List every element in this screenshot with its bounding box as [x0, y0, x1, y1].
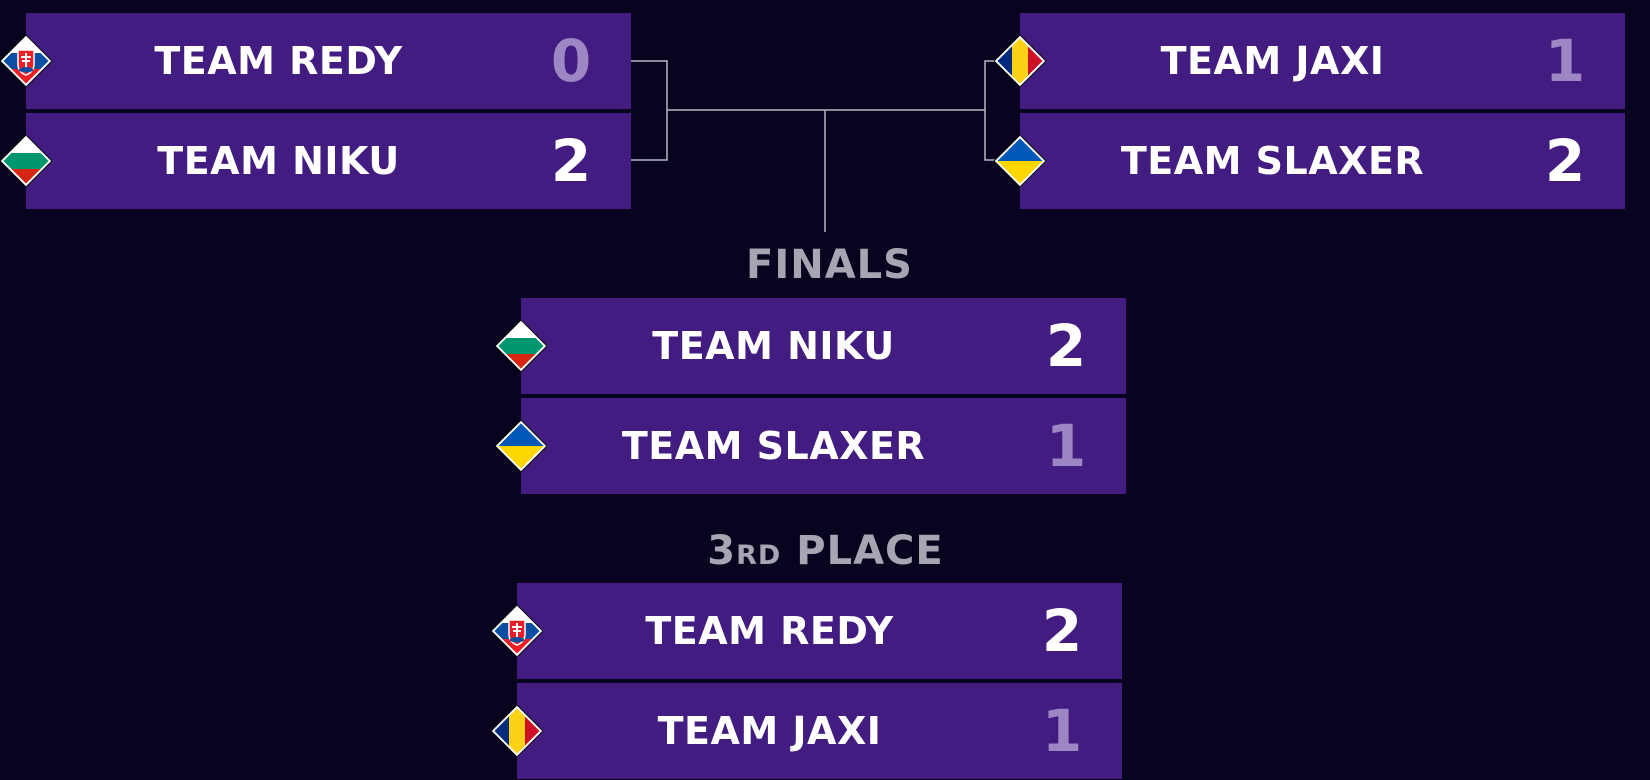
team-score: 2: [1544, 127, 1586, 195]
third-place-ordinal-suffix: RD: [736, 540, 782, 571]
team-row[interactable]: TEAM REDY 0: [26, 13, 631, 109]
team-row[interactable]: TEAM SLAXER 2: [1020, 113, 1625, 209]
third-place-word: PLACE: [796, 528, 944, 574]
team-row[interactable]: TEAM JAXI 1: [1020, 13, 1625, 109]
team-row[interactable]: TEAM NIKU 2: [26, 113, 631, 209]
team-row[interactable]: TEAM JAXI 1: [517, 683, 1122, 779]
team-score: 1: [1544, 27, 1586, 95]
finals-match: TEAM NIKU 2 TEAM SLAXER 1: [521, 298, 1126, 494]
third-place-number: 3: [707, 528, 737, 574]
team-score: 0: [550, 27, 592, 95]
team-name: TEAM JAXI: [657, 709, 882, 753]
team-score: 1: [1045, 412, 1087, 480]
finals-label: FINALS: [746, 242, 913, 288]
team-name: TEAM SLAXER: [1120, 139, 1425, 183]
team-score: 2: [1041, 597, 1083, 665]
team-row[interactable]: TEAM SLAXER 1: [521, 398, 1126, 494]
team-row[interactable]: TEAM REDY 2: [517, 583, 1122, 679]
team-score: 1: [1041, 697, 1083, 765]
team-score: 2: [550, 127, 592, 195]
team-name: TEAM SLAXER: [621, 424, 926, 468]
semifinal-left: TEAM REDY 0 TEAM NIKU 2: [26, 13, 631, 209]
left-semifinal-connector: [631, 60, 668, 161]
team-name: TEAM REDY: [645, 609, 894, 653]
team-name: TEAM REDY: [154, 39, 403, 83]
third-place-match: TEAM REDY 2 TEAM JAXI 1: [517, 583, 1122, 779]
team-name: TEAM NIKU: [157, 139, 400, 183]
team-name: TEAM JAXI: [1160, 39, 1385, 83]
team-name: TEAM NIKU: [652, 324, 895, 368]
team-score: 2: [1045, 312, 1087, 380]
team-row[interactable]: TEAM NIKU 2: [521, 298, 1126, 394]
semifinal-right: TEAM JAXI 1 TEAM SLAXER 2: [1020, 13, 1625, 209]
third-place-label: 3RD PLACE: [523, 528, 1128, 574]
